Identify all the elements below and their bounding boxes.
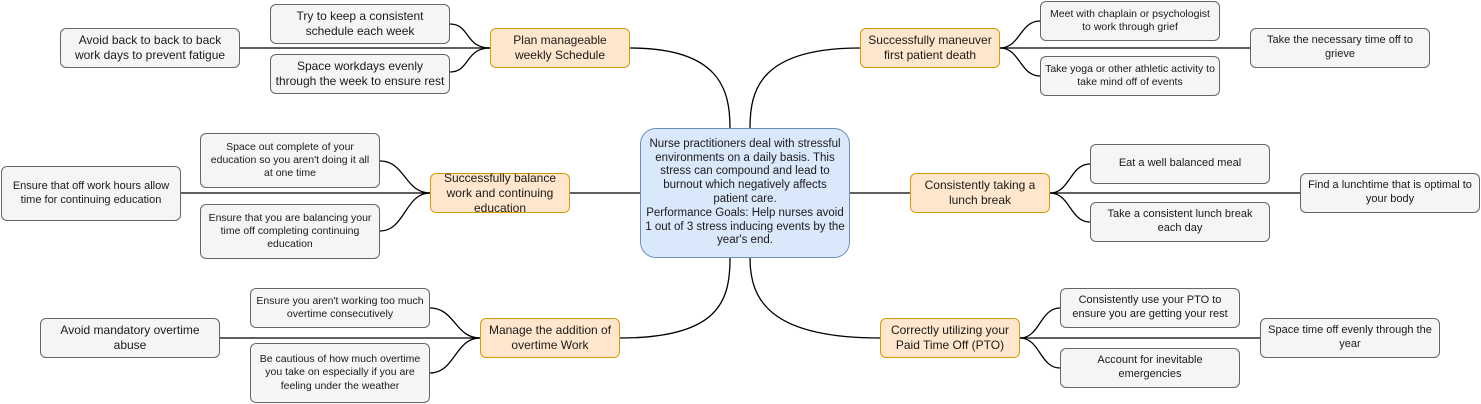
connector-pto-1 <box>1019 307 1061 339</box>
connector-education-2 <box>379 192 431 232</box>
connector-center-death <box>749 47 861 129</box>
leaf-lunch-consistent-break: Take a consistent lunch break each day <box>1090 202 1270 242</box>
connector-lunch-1 <box>1049 163 1091 194</box>
leaf-education-space-out: Space out complete of your education so … <box>200 133 380 188</box>
leaf-pto-consistently-use: Consistently use your PTO to ensure you … <box>1060 288 1240 328</box>
leaf-education-off-work-hours: Ensure that off work hours allow time fo… <box>1 166 181 221</box>
leaf-lunch-optimal-time: Find a lunchtime that is optimal to your… <box>1300 173 1480 213</box>
connector-death-1 <box>999 20 1041 49</box>
connector-overtime-2 <box>429 337 481 374</box>
leaf-overtime-consecutive: Ensure you aren't working too much overt… <box>250 288 430 328</box>
connector-death-2 <box>999 47 1041 77</box>
central-topic-node: Nurse practitioners deal with stressful … <box>640 128 850 258</box>
connector-center-overtime <box>619 257 731 339</box>
leaf-death-chaplain: Meet with chaplain or psychologist to wo… <box>1040 1 1220 41</box>
leaf-schedule-space-workdays: Space workdays evenly through the week t… <box>270 54 450 94</box>
goal-node-death: Successfully maneuver first patient deat… <box>860 28 1000 68</box>
leaf-schedule-consistent: Try to keep a consistent schedule each w… <box>270 4 450 44</box>
leaf-overtime-mandatory: Avoid mandatory overtime abuse <box>40 318 220 358</box>
connector-center-schedule <box>629 47 731 129</box>
leaf-death-time-off: Take the necessary time off to grieve <box>1250 28 1430 68</box>
leaf-schedule-avoid-back-to-back: Avoid back to back to back work days to … <box>60 28 240 68</box>
connector-center-pto <box>749 257 881 339</box>
goal-node-education: Successfully balance work and continuing… <box>430 171 570 215</box>
leaf-pto-space-evenly: Space time off evenly through the year <box>1260 318 1440 358</box>
leaf-death-yoga: Take yoga or other athletic activity to … <box>1040 56 1220 96</box>
leaf-education-balance-time-off: Ensure that you are balancing your time … <box>200 204 380 259</box>
connector-education-1 <box>379 160 431 194</box>
connector-pto-2 <box>1019 337 1061 369</box>
connector-overtime-1 <box>429 307 481 339</box>
leaf-overtime-cautious: Be cautious of how much overtime you tak… <box>250 343 430 403</box>
connector-schedule-1 <box>449 23 491 49</box>
goal-node-lunch: Consistently taking a lunch break <box>910 173 1050 213</box>
goal-node-schedule: Plan manageable weekly Schedule <box>490 28 630 68</box>
connector-schedule-2 <box>449 47 491 73</box>
goal-node-pto: Correctly utilizing your Paid Time Off (… <box>880 318 1020 358</box>
leaf-lunch-balanced-meal: Eat a well balanced meal <box>1090 144 1270 184</box>
leaf-pto-emergencies: Account for inevitable emergencies <box>1060 348 1240 388</box>
goal-node-overtime: Manage the addition of overtime Work <box>480 318 620 358</box>
connector-lunch-2 <box>1049 192 1091 223</box>
